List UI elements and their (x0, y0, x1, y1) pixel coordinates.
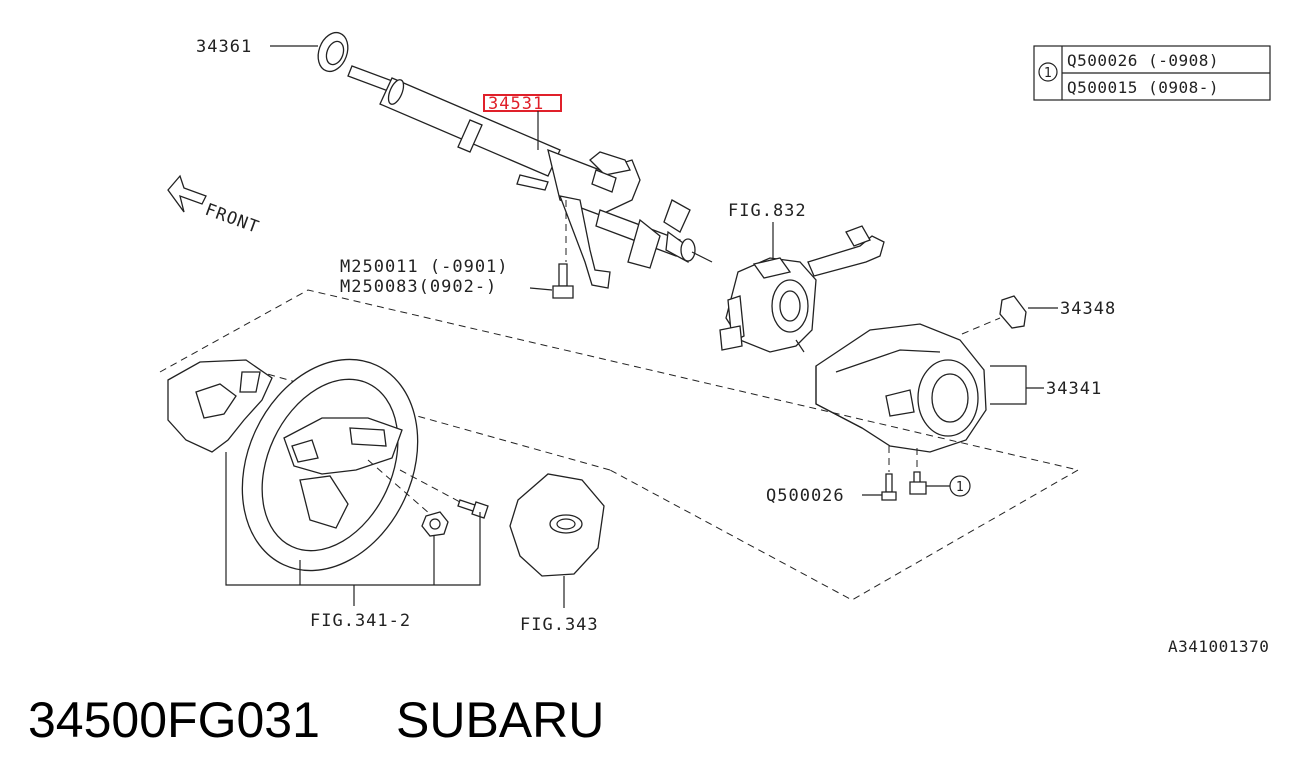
part-number: 34500FG031 (28, 692, 320, 748)
label-34361: 34361 (196, 37, 252, 57)
combination-switch (719, 225, 885, 353)
label-q500026: Q500026 (766, 486, 845, 506)
ref-circle-1 (949, 475, 971, 497)
label-fig343: FIG.343 (520, 615, 599, 635)
label-fig341-2: FIG.341-2 (310, 611, 411, 631)
diagram-ref-code: A341001370 (1168, 637, 1269, 656)
legend-marker: 1 (1044, 66, 1052, 81)
label-34341: 34341 (1046, 379, 1102, 399)
front-arrow-icon (167, 174, 207, 213)
label-front: FRONT (202, 200, 262, 238)
steering-wheel-rear-cover (167, 359, 273, 453)
brand-name: SUBARU (396, 692, 604, 748)
steering-bolt-icon (457, 499, 489, 519)
airbag-module (509, 473, 605, 577)
label-fig832: FIG.832 (728, 201, 807, 221)
clip-34348 (999, 295, 1027, 329)
label-34348: 34348 (1060, 299, 1116, 319)
highlighted-part-label[interactable]: 34531 (483, 94, 562, 114)
bolt-icon (552, 263, 574, 299)
label-34531: 34531 (488, 94, 544, 114)
steering-wheel (241, 358, 419, 572)
legend-row-1: Q500026 (-0908) (1067, 51, 1219, 70)
screw-icon (881, 471, 927, 501)
legend-table: 1 Q500026 (-0908) Q500015 (0908-) (1033, 45, 1271, 101)
label-m250083: M250083(0902-) (340, 277, 497, 297)
label-m250011: M250011 (-0901) (340, 257, 509, 277)
legend-marker-circle (1038, 62, 1058, 82)
legend-row-2: Q500015 (0908-) (1067, 78, 1219, 97)
label-circle-1: 1 (956, 480, 964, 495)
steering-column-shaft (317, 31, 713, 289)
column-cover (815, 323, 987, 453)
nut-icon (421, 511, 449, 537)
